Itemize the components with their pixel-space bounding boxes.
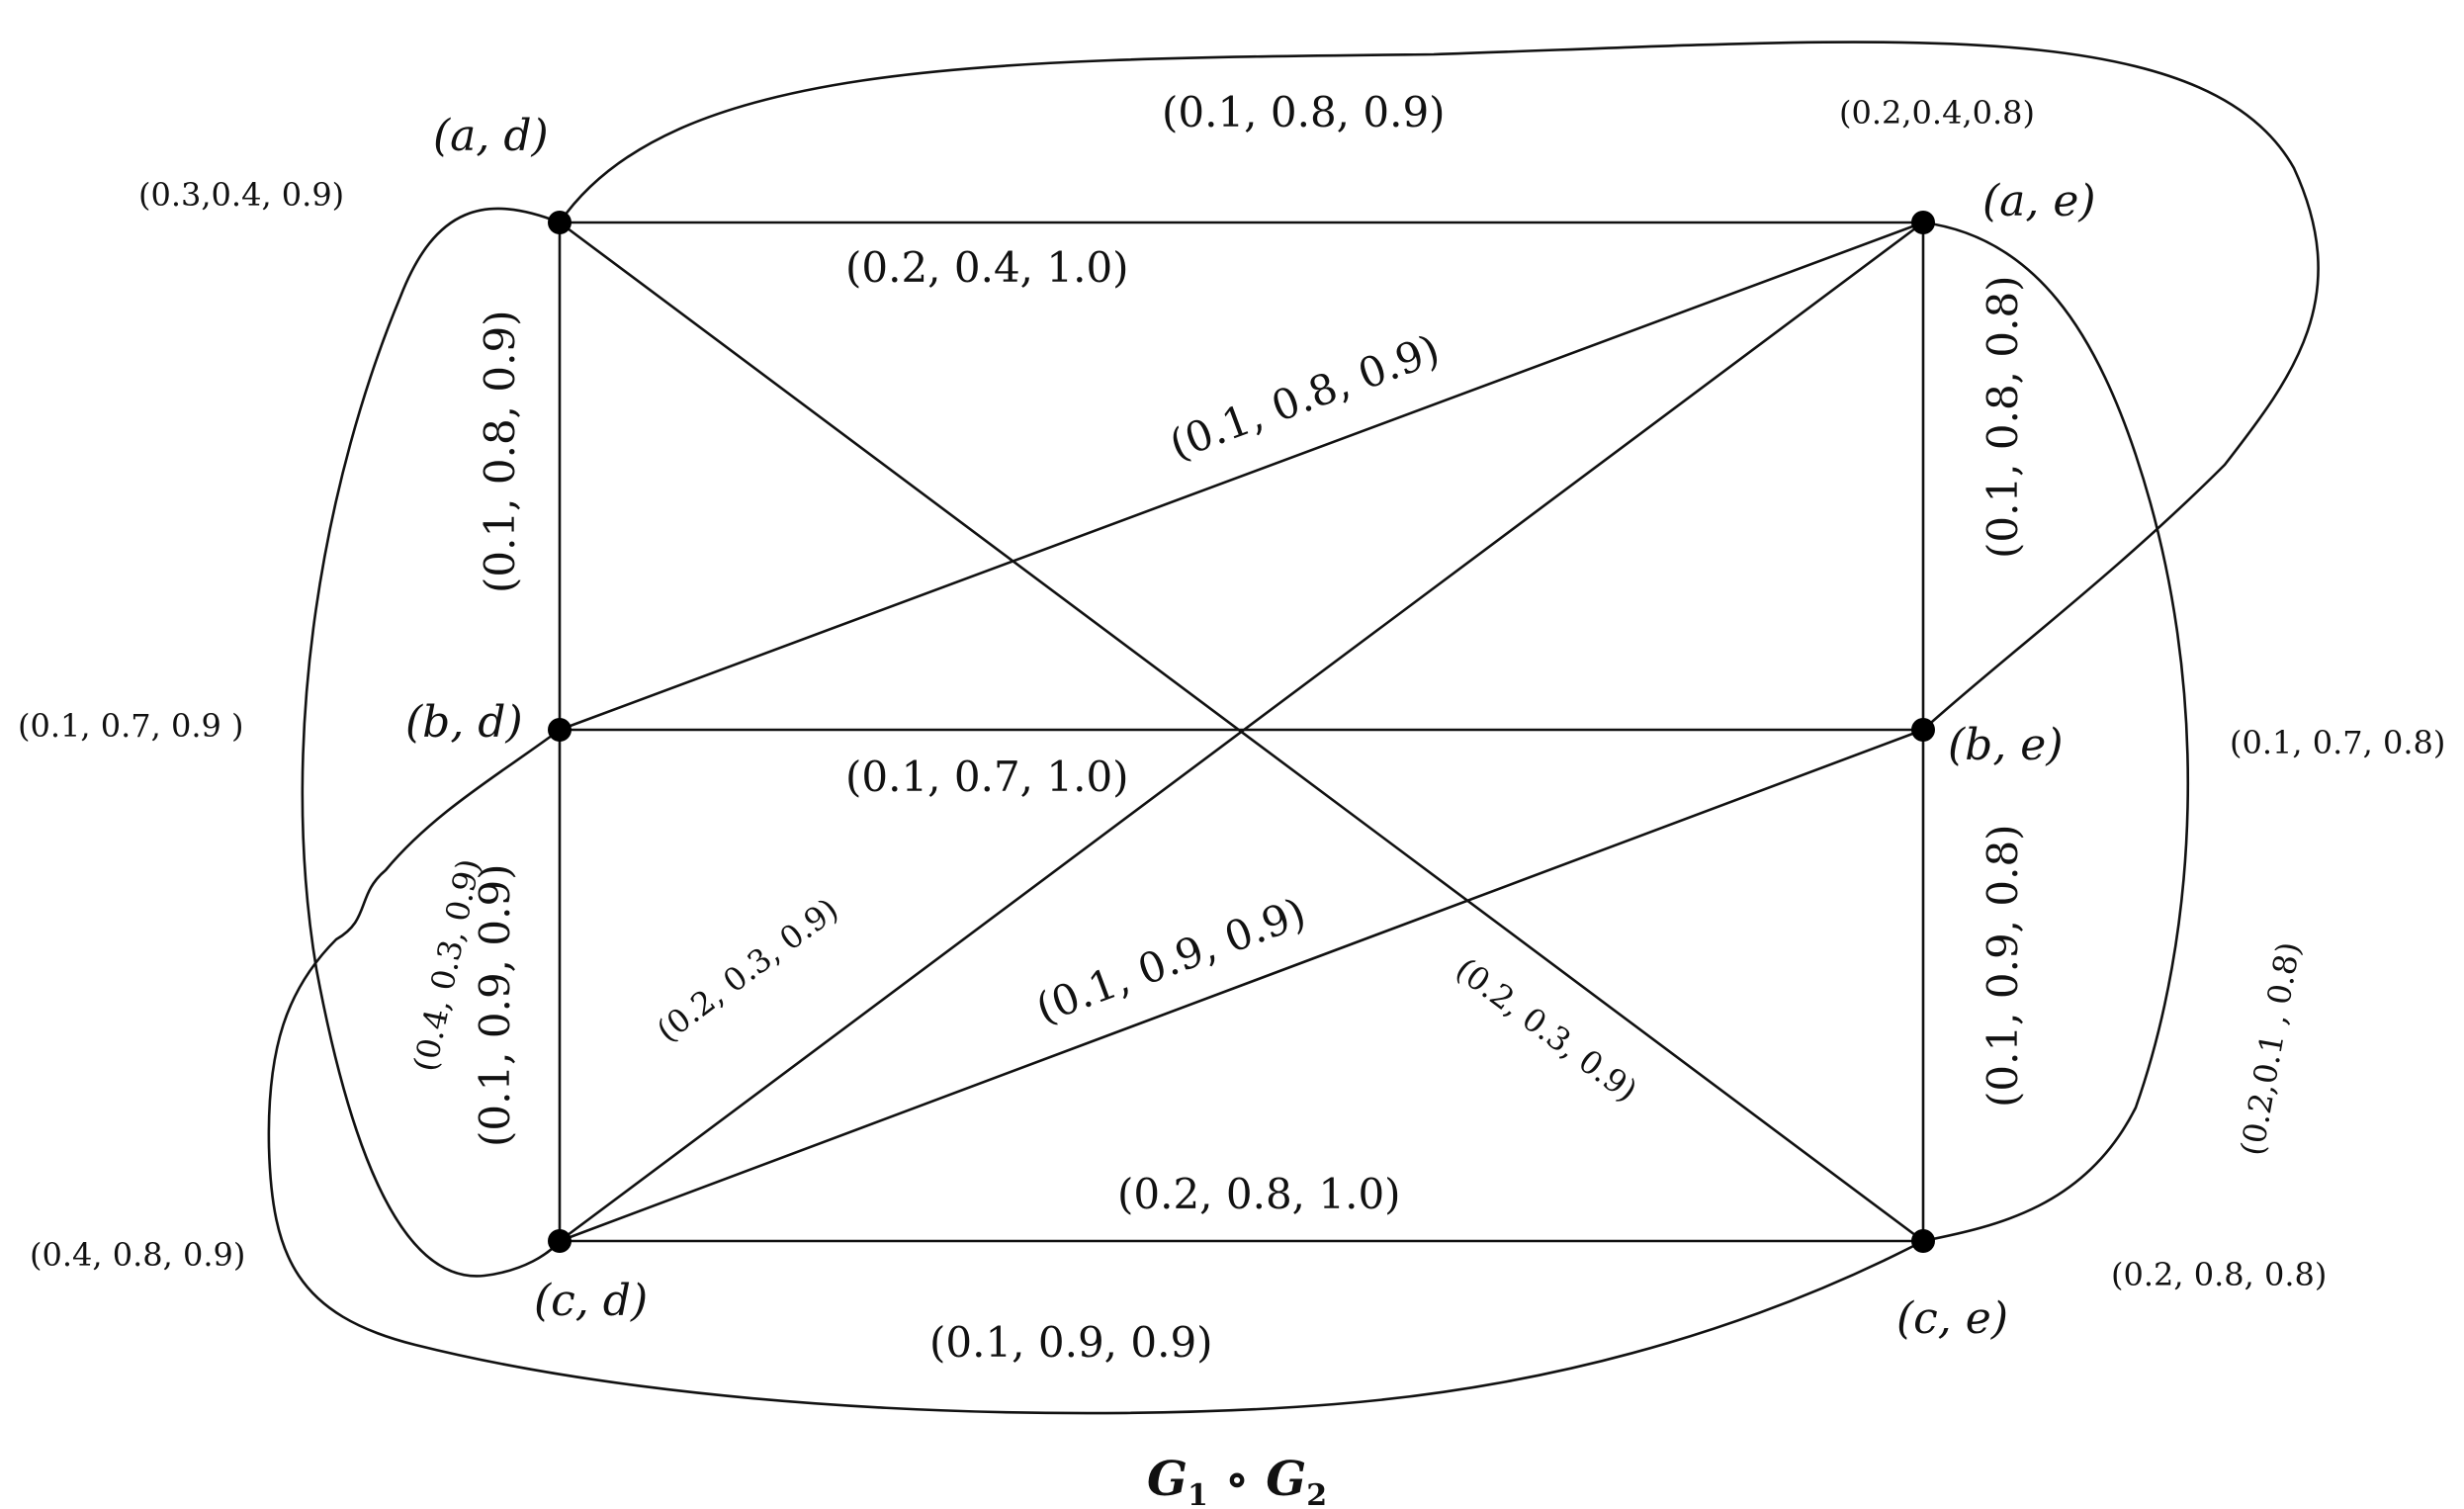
vertex-weight-ce: (0.2, 0.8, 0.8): [2111, 1256, 2327, 1293]
edge-label-ad-ae: (0.2, 0.4, 1.0): [845, 243, 1129, 292]
vertex-bd: [548, 718, 572, 742]
edge-label-ad-ce: (0.2, 0.3, 0.9): [1449, 950, 1644, 1110]
vertex-label-bd: (b, d): [405, 697, 523, 748]
graph-caption: G1 ∘ G2: [1147, 1452, 1327, 1509]
vertex-label-ce: (c, e): [1896, 1293, 2008, 1344]
edge-label-ae-cd: (0.2, 0.3, 0.9): [650, 890, 845, 1049]
curve-bd-ce: [267, 728, 1924, 1415]
vertex-label-be: (b, e): [1948, 720, 2064, 770]
vertex-label-cd: (c, d): [534, 1276, 648, 1326]
vertex-cd: [548, 1229, 572, 1253]
vertex-ad: [548, 211, 572, 234]
curve-ae-ce: [1922, 221, 2190, 1243]
edge-be-cd: [558, 728, 1925, 1243]
edge-ae-bd: [558, 221, 1925, 732]
edge-label-bd-cd: (0.1, 0.9, 0.9): [471, 863, 519, 1147]
edge-label-cd-ce: (0.2, 0.8, 1.0): [1117, 1170, 1401, 1218]
edge-label-be-ce: (0.1, 0.9, 0.8): [1979, 824, 2027, 1108]
edge-label-ae-be: (0.1, 0.8, 0.8): [1979, 275, 2027, 559]
edge-label-ad-bd: (0.1, 0.8, 0.9): [476, 310, 524, 593]
vertex-ae: [1911, 211, 1935, 234]
vertex-label-ad: (a, d): [433, 111, 549, 161]
vertex-weight-be: (0.1, 0.7, 0.8): [2230, 724, 2445, 761]
curve-ad-be: [558, 41, 2320, 731]
edge-label-bd-be: (0.1, 0.7, 1.0): [845, 753, 1129, 801]
curve-ad-cd: [301, 207, 561, 1278]
curve-label-ad-be: (0.1, 0.8, 0.9): [1162, 88, 1446, 136]
vertex-weight-ad: (0.3,0.4, 0.9): [138, 176, 344, 214]
vertex-ce: [1911, 1229, 1935, 1253]
vertex-label-ae: (a, e): [1982, 176, 2096, 226]
edge-label-ae-bd: (0.1, 0.8, 0.9): [1163, 325, 1446, 470]
curve-label-ae-ce-inner: (0.2,0.1 , 0.8): [2233, 939, 2307, 1159]
vertex-weight-cd: (0.4, 0.8, 0.9): [30, 1236, 245, 1274]
vertex-be: [1911, 718, 1935, 742]
vertex-weight-bd: (0.1, 0.7, 0.9 ): [18, 707, 244, 745]
vertex-weight-ae: (0.2,0.4,0.8): [1839, 94, 2035, 132]
edge-ae-cd: [558, 221, 1925, 1243]
curve-label-bd-ce-bottom: (0.1, 0.9, 0.9): [929, 1318, 1213, 1367]
